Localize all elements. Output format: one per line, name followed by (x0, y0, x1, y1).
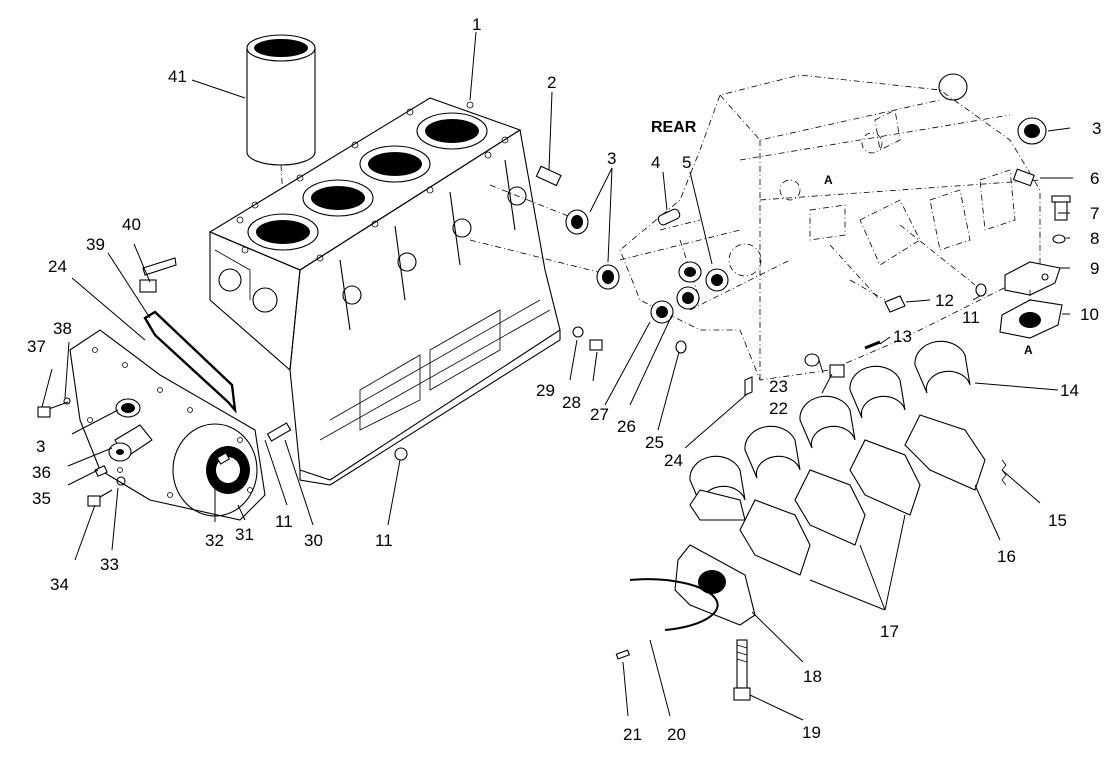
callout-33: 33 (100, 555, 119, 574)
callout-24: 24 (48, 257, 67, 276)
callout-23: 23 (769, 377, 788, 396)
callout-3: 3 (1092, 119, 1101, 138)
callout-11: 11 (275, 512, 293, 531)
callout-22: 22 (769, 399, 788, 418)
callout-20: 20 (667, 725, 686, 744)
callout-21: 21 (623, 725, 642, 744)
callout-2: 2 (547, 73, 556, 92)
callout-27: 27 (590, 405, 609, 424)
callout-5: 5 (682, 153, 691, 172)
callout-6: 6 (1090, 169, 1099, 188)
callout-31: 31 (235, 525, 254, 544)
main-bearing-caps (689, 414, 986, 576)
thrust-washer (629, 578, 719, 631)
callout-26: 26 (617, 417, 636, 436)
callout-16: 16 (997, 547, 1016, 566)
callout-28: 28 (562, 393, 581, 412)
callout-11: 11 (375, 531, 393, 550)
callout-17: 17 (880, 622, 899, 641)
callout-11: 11 (962, 308, 980, 327)
callout-4: 4 (651, 153, 660, 172)
callout-38: 38 (53, 319, 72, 338)
callout-25: 25 (645, 433, 664, 452)
callout-3: 3 (36, 437, 45, 456)
callout-labels: 1 2 3 3 3 4 5 6 7 8 9 10 11 11 11 12 13 … (27, 15, 1101, 744)
callout-8: 8 (1090, 229, 1099, 248)
callout-1: 1 (472, 15, 481, 34)
rear-view-parts (650, 73, 1071, 396)
callout-36: 36 (32, 463, 51, 482)
main-cap-bolt (733, 639, 751, 701)
cylinder-block (208, 97, 561, 486)
callout-9: 9 (1090, 259, 1099, 278)
cylinder-liner (246, 34, 316, 231)
callout-19: 19 (802, 723, 821, 742)
callout-37: 37 (27, 337, 46, 356)
callout-32: 32 (205, 531, 224, 550)
gasket (143, 310, 237, 414)
callout-35: 35 (32, 489, 51, 508)
callout-41: 41 (168, 67, 187, 86)
callout-12: 12 (935, 291, 954, 310)
camshaft-bushing (469, 184, 620, 290)
callout-13: 13 (893, 327, 912, 346)
rear-plate (69, 329, 266, 521)
callout-3: 3 (607, 149, 616, 168)
callout-30: 30 (304, 531, 323, 550)
callout-40: 40 (122, 215, 141, 234)
leader-lines (41, 31, 1073, 721)
callout-18: 18 (803, 667, 822, 686)
callout-24: 24 (664, 451, 683, 470)
bolts-left (37, 165, 603, 507)
idler-shaft (108, 398, 153, 462)
callout-39: 39 (86, 235, 105, 254)
section-mark-a-bottom: A (1024, 343, 1033, 357)
callout-7: 7 (1090, 204, 1099, 223)
callout-15: 15 (1048, 511, 1067, 530)
callout-34: 34 (50, 575, 69, 594)
callout-10: 10 (1080, 305, 1099, 324)
callout-14: 14 (1060, 381, 1079, 400)
callout-29: 29 (536, 381, 555, 400)
rear-label: REAR (651, 119, 697, 136)
section-mark-a-top: A (824, 173, 833, 187)
